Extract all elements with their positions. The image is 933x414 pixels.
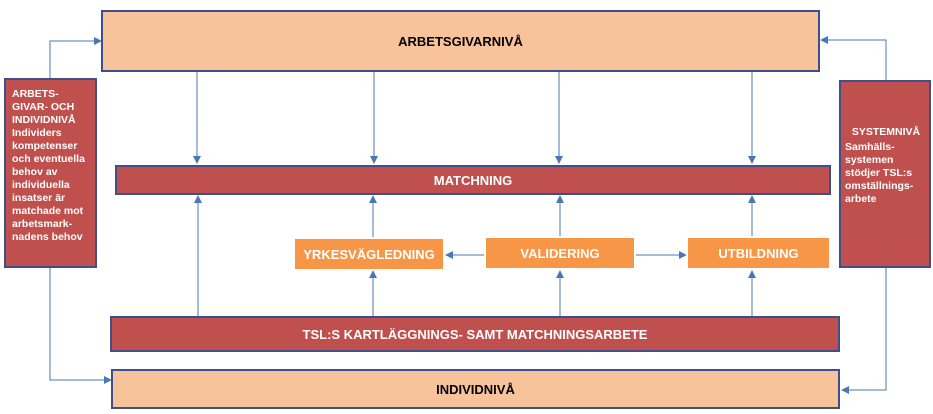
education-label: UTBILDNING bbox=[718, 245, 799, 261]
guidance-label: YRKESVÄGLEDNING bbox=[303, 246, 435, 262]
validation-box: VALIDERING bbox=[484, 236, 636, 270]
right-panel-heading: SYSTEMNIVÅ bbox=[851, 126, 921, 138]
arrow-right-panel-to-individual bbox=[841, 268, 887, 394]
right-panel-body: Samhälls- systemen stödjer TSL:s omställ… bbox=[845, 141, 914, 205]
mapping-box: TSL:S KARTLÄGGNINGS- SAMT MATCHNINGSARBE… bbox=[110, 316, 840, 352]
individual-level-label: INDIVIDNIVÅ bbox=[436, 381, 515, 397]
left-panel-heading: ARBETS- GIVAR- OCH INDIVIDNIVÅ bbox=[12, 88, 76, 126]
arrow-left-panel-to-employer bbox=[49, 37, 102, 78]
arrow-right-panel-to-employer bbox=[820, 36, 887, 80]
education-box: UTBILDNING bbox=[686, 236, 831, 270]
left-panel-body: Individers kompetenser och eventuella be… bbox=[12, 127, 85, 243]
mapping-label: TSL:S KARTLÄGGNINGS- SAMT MATCHNINGSARBE… bbox=[302, 326, 648, 342]
matching-box: MATCHNING bbox=[115, 165, 831, 195]
individual-level-box: INDIVIDNIVÅ bbox=[111, 369, 840, 409]
right-panel: SYSTEMNIVÅ Samhälls- systemen stödjer TS… bbox=[839, 80, 931, 268]
employer-level-box: ARBETSGIVARNIVÅ bbox=[101, 10, 820, 72]
left-panel: ARBETS- GIVAR- OCH INDIVIDNIVÅ Individer… bbox=[4, 78, 97, 268]
arrow-left-panel-to-individual bbox=[49, 268, 112, 384]
employer-level-label: ARBETSGIVARNIVÅ bbox=[398, 33, 523, 49]
matching-label: MATCHNING bbox=[433, 172, 513, 188]
validation-label: VALIDERING bbox=[520, 245, 600, 261]
guidance-box: YRKESVÄGLEDNING bbox=[293, 237, 445, 271]
